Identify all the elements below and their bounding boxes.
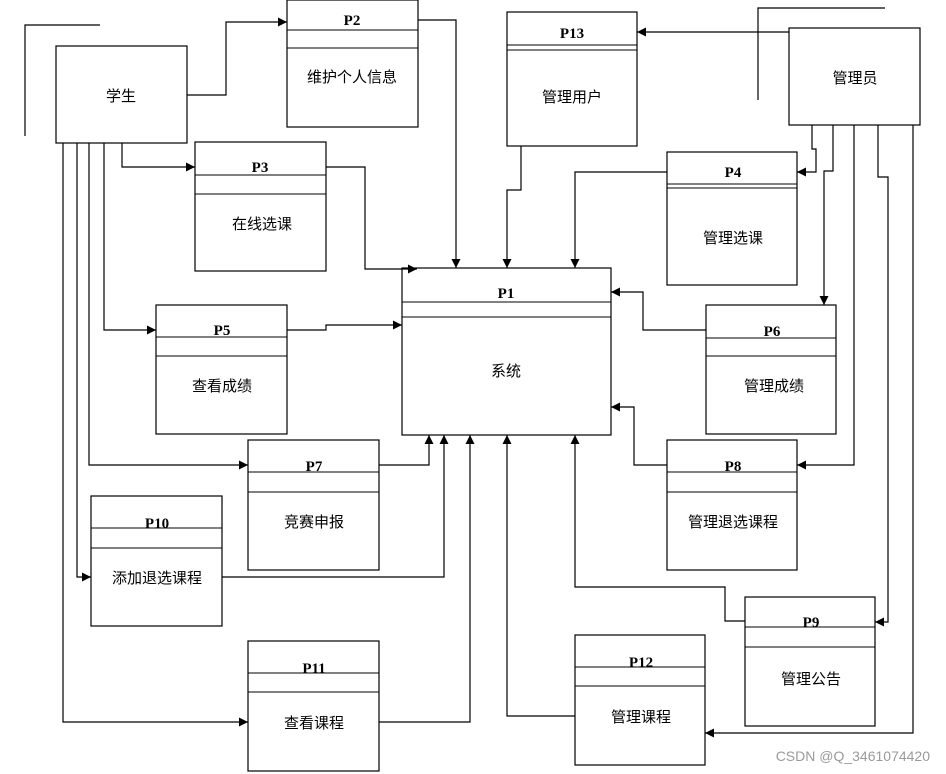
flow-student-to-p7 [88, 143, 248, 470]
flow-student-to-p2 [187, 17, 287, 96]
process-p10-id: P10 [145, 516, 169, 532]
process-p13: P13 管理用户 [506, 11, 638, 147]
flow-p5-to-p1 [287, 320, 402, 331]
process-p11-name: 查看课程 [284, 714, 344, 732]
process-p2: P2 维护个人信息 [286, 0, 419, 128]
flow-p13-to-p1 [502, 146, 522, 268]
process-p1: P1 系统 [401, 267, 612, 436]
flow-p3-to-p1 [326, 166, 417, 274]
flow-student-to-p3 [121, 143, 195, 172]
entity-student: 学生 [24, 24, 188, 144]
flow-admin-to-p4 [797, 125, 817, 177]
process-p9-id: P9 [803, 615, 820, 631]
flow-student-to-p5 [103, 143, 156, 335]
flow-p10-to-p1 [222, 435, 449, 578]
flow-admin-to-p8 [797, 125, 855, 470]
process-p3-id: P3 [252, 160, 269, 176]
flow-admin-to-p12 [705, 125, 914, 738]
process-p3: P3 在线选课 [194, 141, 327, 272]
flow-p4-to-p1 [570, 171, 667, 268]
process-p7-id: P7 [306, 459, 323, 475]
process-p8-name: 管理退选课程 [688, 513, 778, 531]
flow-p12-to-p1 [502, 435, 575, 717]
process-p10-name: 添加退选课程 [112, 569, 202, 587]
process-p9-name: 管理公告 [781, 670, 841, 688]
flow-p6-to-p1 [611, 287, 706, 331]
entity-admin-label: 管理员 [832, 69, 877, 87]
flow-p8-to-p1 [611, 402, 667, 466]
process-p8: P8 管理退选课程 [666, 439, 798, 571]
process-p5-id: P5 [214, 323, 231, 339]
process-p12-name: 管理课程 [611, 708, 671, 726]
process-p13-name: 管理用户 [542, 88, 602, 106]
process-p11: P11 查看课程 [247, 640, 380, 772]
process-p13-id: P13 [560, 26, 584, 42]
flow-p11-to-p1 [379, 435, 475, 723]
flow-admin-to-p9 [875, 125, 889, 627]
process-p9: P9 管理公告 [744, 596, 876, 727]
process-p11-id: P11 [302, 661, 325, 677]
process-p12: P12 管理课程 [574, 634, 706, 766]
process-p3-name: 在线选课 [232, 215, 292, 233]
process-p2-id: P2 [344, 13, 361, 29]
process-p1-name: 系统 [491, 362, 521, 380]
entity-admin: 管理员 [757, 7, 921, 126]
flow-p9-to-p1 [570, 435, 745, 622]
flow-student-to-p10 [76, 143, 91, 582]
flow-p2-to-p1 [418, 19, 461, 268]
flow-student-to-p11 [62, 143, 248, 727]
watermark: CSDN @Q_3461074420 [776, 748, 931, 764]
process-p1-id: P1 [498, 286, 515, 302]
process-p6-id: P6 [764, 324, 781, 340]
process-p5: P5 查看成绩 [155, 304, 288, 435]
entity-student-label: 学生 [106, 87, 136, 105]
process-p4: P4 管理选课 [666, 151, 798, 286]
process-p2-name: 维护个人信息 [307, 68, 397, 86]
process-p8-id: P8 [725, 459, 742, 475]
process-p6: P6 管理成绩 [705, 304, 837, 435]
process-p7: P7 竞赛申报 [247, 439, 380, 571]
process-p12-id: P12 [629, 655, 653, 671]
process-p5-name: 查看成绩 [192, 377, 252, 395]
flow-p7-to-p1 [379, 435, 434, 466]
process-p4-name: 管理选课 [703, 229, 763, 247]
flow-admin-to-p6 [819, 125, 834, 305]
process-p7-name: 竞赛申报 [284, 513, 344, 531]
process-p6-name: 管理成绩 [744, 377, 804, 395]
process-p10: P10 添加退选课程 [90, 495, 223, 627]
process-p4-id: P4 [725, 165, 742, 181]
